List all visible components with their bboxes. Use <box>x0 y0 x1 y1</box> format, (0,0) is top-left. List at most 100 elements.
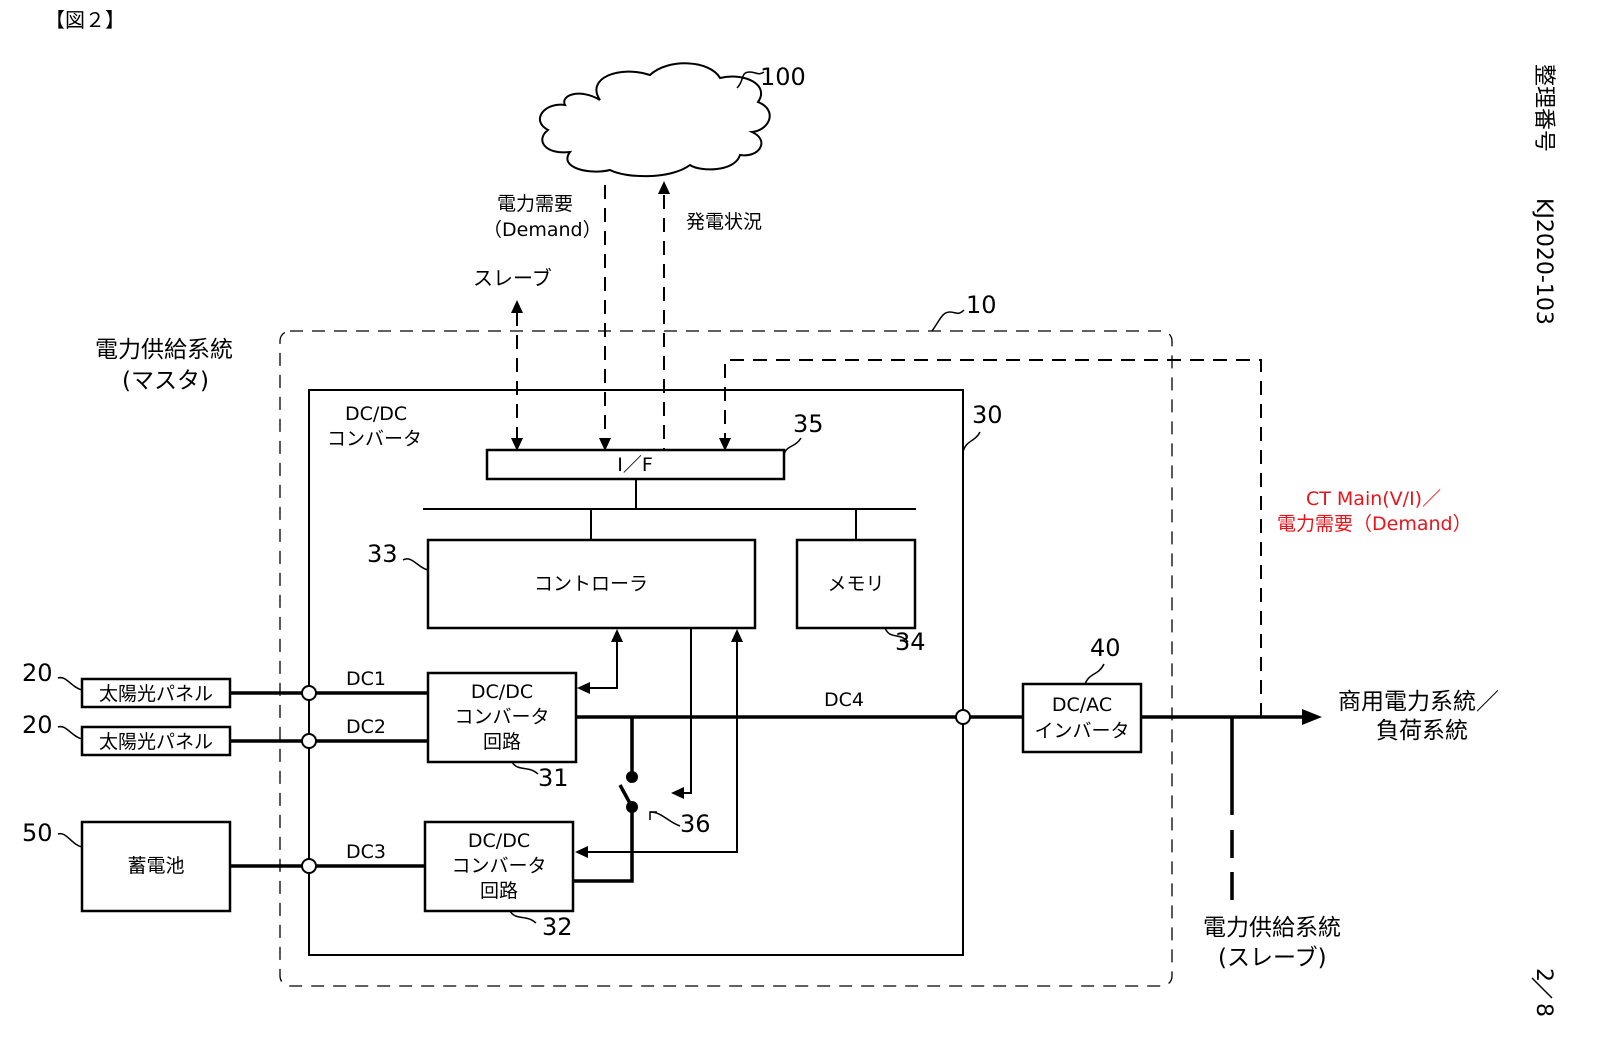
ct-signal-line <box>724 359 1262 717</box>
memory-ref: 34 <box>895 628 926 656</box>
grid-arrowhead <box>1302 709 1322 725</box>
switch-lower-lead <box>573 807 634 883</box>
generation-status-label: 発電状況 <box>686 211 762 233</box>
reference-label: 整理番号 <box>1531 64 1556 152</box>
circuit32-ref: 32 <box>542 913 573 941</box>
controller-circuit32-link <box>586 640 738 853</box>
controller-box <box>426 538 757 630</box>
dc3-node <box>301 858 317 874</box>
memory-box <box>795 538 917 630</box>
circuit32-label-1: DC/DC <box>468 830 530 852</box>
solar2-leader <box>57 725 83 740</box>
generation-arrowhead <box>658 181 670 194</box>
ct-label-2: 電力需要（Demand） <box>1277 513 1472 535</box>
circuit31-leader <box>511 761 539 775</box>
solar1-leader <box>57 676 83 691</box>
circuit32-leader <box>509 910 537 924</box>
demand-label-1: 電力需要 <box>497 193 573 215</box>
page-total: 8 <box>1531 1003 1556 1017</box>
circuit32-arrowhead <box>575 846 588 858</box>
dcdc-circuit-31 <box>426 671 578 764</box>
interface-box <box>485 448 786 481</box>
battery-ref: 50 <box>22 819 53 847</box>
circuit32-label-2: コンバータ <box>451 855 546 877</box>
slave-label: スレーブ <box>473 266 552 290</box>
switch-ref: 36 <box>680 810 711 838</box>
converter-label-1: DC/DC <box>345 403 407 425</box>
switch-arrowhead <box>671 787 684 799</box>
controller-leader <box>402 558 429 571</box>
reference-number-block: 整理番号 KJ2020-103 <box>1531 64 1556 325</box>
cloud-server: 100 <box>538 62 806 178</box>
switch-leader <box>649 811 681 827</box>
system-ref: 10 <box>966 291 997 319</box>
slave-system-label-1: 電力供給系統 <box>1203 915 1341 941</box>
slave-arrowhead-up <box>511 300 523 313</box>
solar-panel-1-label: 太陽光パネル <box>99 683 213 705</box>
solar2-ref: 20 <box>22 711 53 739</box>
solar-panel-2-label: 太陽光パネル <box>99 731 213 753</box>
ct-arrowhead <box>719 438 731 451</box>
dc1-label: DC1 <box>346 668 386 690</box>
controller-switch-link <box>682 628 692 794</box>
reference-number: KJ2020-103 <box>1531 198 1556 325</box>
circuit31-ref: 31 <box>538 764 569 792</box>
battery-box <box>80 820 232 913</box>
circuit31-arrowhead <box>577 682 590 694</box>
solar1-ref: 20 <box>22 659 53 687</box>
figure-label: 【図２】 <box>45 8 125 32</box>
interface-label: I／F <box>617 454 653 476</box>
dc2-label: DC2 <box>346 716 386 738</box>
circuit32-label-3: 回路 <box>480 880 518 902</box>
controller-in-arrowhead-1 <box>611 629 623 642</box>
ct-label-1: CT Main(V/I)／ <box>1306 488 1441 510</box>
battery-leader <box>57 832 83 848</box>
switch-blade <box>618 784 634 808</box>
cloud-leader <box>736 71 765 89</box>
slave-system-label-2: (スレーブ) <box>1218 945 1327 971</box>
converter-ref: 30 <box>972 401 1003 429</box>
converter-label-2: コンバータ <box>327 428 422 450</box>
page-current: 2 <box>1531 968 1556 982</box>
dc2-node <box>301 733 317 749</box>
dc3-label: DC3 <box>346 841 386 863</box>
circuit31-label-2: コンバータ <box>454 706 549 728</box>
grid-label-1: 商用電力系統／ <box>1338 689 1499 715</box>
inverter-ref: 40 <box>1090 634 1121 662</box>
controller-label: コントローラ <box>534 573 648 595</box>
switch-leader-arrow <box>649 811 657 820</box>
interface-ref: 35 <box>793 410 824 438</box>
circuit31-label-1: DC/DC <box>471 681 533 703</box>
dcdc-circuit-32 <box>423 820 575 913</box>
battery-label: 蓄電池 <box>127 855 184 877</box>
controller-circuit31-link <box>589 640 618 689</box>
switch-contact-top <box>626 771 638 783</box>
dc4-label: DC4 <box>824 689 864 711</box>
cloud-ref: 100 <box>760 63 806 91</box>
memory-label: メモリ <box>827 573 884 595</box>
controller-ref: 33 <box>367 540 398 568</box>
page-number: 2 8 <box>1531 968 1556 1017</box>
slave-arrowhead-down <box>511 438 523 451</box>
demand-arrowhead <box>599 438 611 451</box>
inverter-box <box>1021 682 1143 754</box>
cloud-icon <box>538 62 771 178</box>
circuit31-label-3: 回路 <box>483 731 521 753</box>
inverter-label-2: インバータ <box>1034 720 1129 742</box>
master-system-label-1: 電力供給系統 <box>95 337 233 363</box>
system-leader <box>931 309 965 332</box>
inverter-label-1: DC/AC <box>1052 694 1112 716</box>
converter-leader <box>962 431 981 453</box>
memory-leader <box>884 627 909 643</box>
demand-label-2: （Demand） <box>483 219 602 241</box>
interface-leader <box>783 437 802 456</box>
grid-label-2: 負荷系統 <box>1376 718 1468 744</box>
dc4-node <box>955 709 971 725</box>
solar-panel-2 <box>80 725 232 757</box>
master-system-label-2: (マスタ) <box>122 368 209 394</box>
page-separator <box>1531 977 1553 999</box>
controller-in-arrowhead-2 <box>731 629 743 642</box>
dc1-node <box>301 685 317 701</box>
inverter-leader <box>1084 663 1105 685</box>
